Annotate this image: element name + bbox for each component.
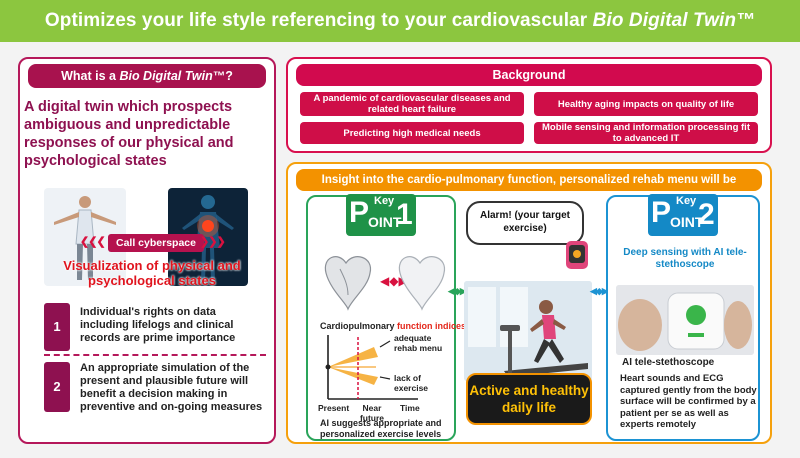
- x-label-near-future: Near future: [359, 403, 385, 423]
- cp-label-a: Cardiopulmonary: [320, 321, 398, 331]
- device-description: Heart sounds and ECG captured gently fro…: [620, 373, 757, 430]
- deep-sensing-label: Deep sensing with AI tele-stethoscope: [623, 247, 747, 270]
- background-panel: Background A pandemic of cardiovascular …: [286, 57, 772, 153]
- key-point-1-card: Key P OINT 1 ◀◆▶ Cardiopulmonary functio…: [306, 194, 466, 441]
- point-rest: OINT: [368, 214, 402, 230]
- what-is-header-italic: Bio Digital Twin: [119, 69, 213, 83]
- background-item-pandemic: A pandemic of cardiovascular diseases an…: [300, 92, 524, 116]
- point-p-2: P: [651, 196, 671, 229]
- points-divider: [44, 354, 266, 356]
- what-is-header: What is a Bio Digital Twin™?: [28, 64, 266, 88]
- left-arrows-icon: ❮ ❮ ❮: [80, 236, 106, 248]
- point-rest-2: OINT: [670, 214, 704, 230]
- tele-stethoscope-image: [616, 285, 754, 355]
- cp-label-b: function indices: [397, 321, 467, 331]
- lack-of-exercise-label: lack of exercise: [394, 373, 429, 393]
- insight-panel: Insight into the cardio-pulmonary functi…: [286, 162, 772, 444]
- background-item-medical-needs: Predicting high medical needs: [300, 122, 524, 144]
- x-label-present: Present: [318, 403, 350, 413]
- exercise-scene: Alarm! (your target exercise) Act: [464, 195, 592, 441]
- alarm-bubble: Alarm! (your target exercise): [466, 201, 584, 245]
- page-banner: Optimizes your life style referencing to…: [0, 0, 800, 42]
- heart-comparison-icon: ◀◆▶: [324, 256, 446, 311]
- function-indices-graph: [325, 335, 418, 400]
- point-number-2: 2: [44, 362, 70, 412]
- key-point-1-badge: Key P OINT 1: [346, 194, 416, 236]
- background-header: Background: [296, 64, 762, 86]
- point-number-1: 1: [44, 303, 70, 351]
- adequate-rehab-label: adequate rehab menu: [394, 333, 443, 353]
- blue-connector-icon: ◀◆▶: [590, 286, 609, 296]
- point-p: P: [349, 196, 369, 229]
- what-is-header-prefix: What is a: [61, 69, 120, 83]
- key-point-1-number: 1: [396, 198, 413, 231]
- smartwatch-icon: [566, 241, 588, 269]
- what-is-header-suffix: ™?: [212, 69, 233, 83]
- cyber-body-image: [168, 188, 248, 286]
- insight-header: Insight into the cardio-pulmonary functi…: [296, 169, 762, 208]
- key-point-2-badge: Key P OINT 2: [648, 194, 718, 236]
- key-point-2-number: 2: [698, 198, 715, 231]
- what-is-lead: A digital twin which prospects ambiguous…: [24, 99, 234, 169]
- visualization-caption: Visualization of physical and psychologi…: [63, 258, 241, 288]
- banner-title-italic: Bio Digital Twin™: [592, 10, 756, 31]
- key-word-2: Key: [676, 195, 697, 207]
- right-arrows-icon: ❯ ❯ ❯: [200, 236, 226, 248]
- background-item-mobile-sensing: Mobile sensing and information processin…: [534, 122, 758, 144]
- call-cyberspace-label: Call cyberspace: [108, 234, 204, 252]
- green-connector-icon: ◀◆▶: [448, 286, 467, 296]
- kp1-footer: AI suggests appropriate and personalized…: [320, 418, 442, 439]
- point-text-1: Individual's rights on data including li…: [80, 306, 236, 344]
- cardiopulmonary-label: Cardiopulmonary function indices: [320, 321, 466, 331]
- device-title: AI tele-stethoscope: [622, 357, 715, 368]
- background-item-healthy-aging: Healthy aging impacts on quality of life: [534, 92, 758, 116]
- active-life-banner: Active and healthy daily life: [466, 373, 592, 425]
- point-text-2: An appropriate simulation of the present…: [80, 362, 263, 413]
- banner-title: Optimizes your life style referencing to…: [44, 10, 593, 31]
- treadmill-runner-image: [464, 281, 592, 381]
- x-label-time: Time: [400, 403, 420, 413]
- key-word: Key: [374, 195, 395, 207]
- key-point-2-card: Key P OINT 2 Deep sensing with AI tele-s…: [606, 194, 760, 441]
